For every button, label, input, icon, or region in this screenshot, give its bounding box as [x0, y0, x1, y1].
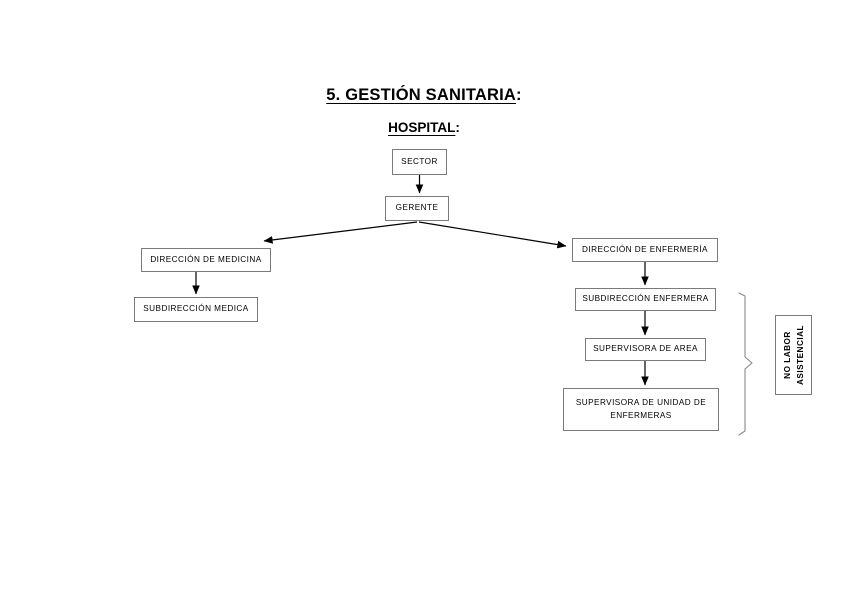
- page-title-colon: :: [516, 86, 522, 104]
- annotation-line2: ASISTENCIAL: [795, 324, 805, 386]
- section-subtitle-colon: :: [455, 120, 460, 135]
- section-subtitle-text: HOSPITAL: [388, 120, 456, 135]
- node-sector[interactable]: SECTOR: [392, 149, 447, 175]
- edge-gerente-direccion-enfermeria: [418, 221, 567, 249]
- node-subdireccion-medica[interactable]: SUBDIRECCIÓN MEDICA: [134, 297, 258, 322]
- node-direccion-de-medicina[interactable]: DIRECCIÓN DE MEDICINA: [141, 248, 271, 272]
- edge-gerente-direccion-medicina: [263, 221, 418, 244]
- node-supervisora-unidad-line1: SUPERVISORA DE UNIDAD DE: [575, 397, 707, 407]
- page-title: 5. GESTIÓN SANITARIA:: [0, 86, 848, 105]
- node-supervisora-unidad-line2: ENFERMERAS: [610, 410, 672, 420]
- node-direccion-de-enfermeria[interactable]: DIRECCIÓN DE ENFERMERÍA: [572, 238, 718, 262]
- node-gerente[interactable]: GERENTE: [385, 196, 449, 221]
- section-subtitle: HOSPITAL:: [0, 120, 848, 135]
- annotation-line1: NO LABOR: [782, 331, 792, 379]
- node-subdireccion-enfermera[interactable]: SUBDIRECCIÓN ENFERMERA: [575, 288, 716, 311]
- annotation-no-labor-asistencial[interactable]: NO LABOR ASISTENCIAL: [775, 315, 812, 395]
- node-supervisora-de-area[interactable]: SUPERVISORA DE AREA: [585, 338, 706, 361]
- node-supervisora-de-unidad-de-enfermeras[interactable]: SUPERVISORA DE UNIDAD DE ENFERMERAS: [563, 388, 719, 431]
- page-title-text: 5. GESTIÓN SANITARIA: [326, 86, 517, 104]
- grouping-brace: [738, 292, 753, 436]
